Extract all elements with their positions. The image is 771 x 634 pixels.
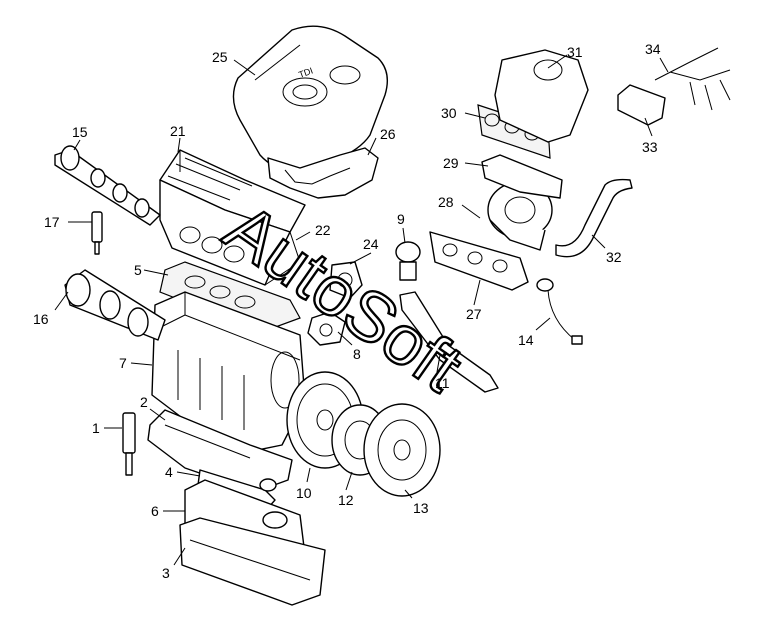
callout-7: 7 <box>119 355 127 371</box>
callout-32: 32 <box>606 249 622 265</box>
callout-30: 30 <box>441 105 457 121</box>
callout-26: 26 <box>380 126 396 142</box>
callout-8: 8 <box>353 346 361 362</box>
egr-pipe-part[interactable] <box>399 291 499 393</box>
turbocharger-part[interactable] <box>487 181 553 251</box>
exhaust-manifold-part[interactable] <box>429 231 529 291</box>
lower-pan-part[interactable] <box>179 517 326 606</box>
callout-16: 16 <box>33 311 49 327</box>
egr-valve-part[interactable] <box>395 241 421 281</box>
control-unit-part[interactable] <box>617 84 666 126</box>
cover-bracket-part[interactable] <box>267 147 379 199</box>
callout-34: 34 <box>645 41 661 57</box>
callout-17: 17 <box>44 214 60 230</box>
intercooler-hose-part[interactable] <box>555 178 633 258</box>
sensor-part[interactable] <box>536 278 583 345</box>
wiring-harness-part[interactable] <box>654 47 731 111</box>
callout-13: 13 <box>413 500 429 516</box>
callout-1: 1 <box>92 420 100 436</box>
callout-27: 27 <box>466 306 482 322</box>
camshaft-part[interactable] <box>54 145 161 226</box>
head-gasket-part[interactable] <box>159 261 301 333</box>
callout-9: 9 <box>397 211 405 227</box>
callout-3: 3 <box>162 565 170 581</box>
crankshaft-part[interactable] <box>64 269 166 341</box>
callout-29: 29 <box>443 155 459 171</box>
callout-25: 25 <box>212 49 228 65</box>
callout-22: 22 <box>315 222 331 238</box>
callout-21: 21 <box>170 123 186 139</box>
callout-31: 31 <box>567 44 583 60</box>
intake-manifold-part[interactable] <box>494 49 589 143</box>
callout-33: 33 <box>642 139 658 155</box>
callout-10: 10 <box>296 485 312 501</box>
callout-4: 4 <box>165 464 173 480</box>
callout-labels: 1 2 3 4 5 6 7 8 9 10 11 12 13 14 15 16 1… <box>33 41 661 581</box>
callout-12: 12 <box>338 492 354 508</box>
heat-shield-part[interactable] <box>481 154 563 199</box>
callout-6: 6 <box>151 503 159 519</box>
callout-14: 14 <box>518 332 534 348</box>
engine-cover-text: TDI <box>297 66 314 80</box>
pressure-plate-part[interactable] <box>363 403 441 497</box>
injector-lower-part[interactable] <box>122 412 136 476</box>
leader-lines <box>54 54 669 566</box>
callout-24: 24 <box>363 236 379 252</box>
callout-2: 2 <box>140 394 148 410</box>
cylinder-head-part[interactable] <box>159 179 301 286</box>
callout-28: 28 <box>438 194 454 210</box>
callout-15: 15 <box>72 124 88 140</box>
engine-cover-part[interactable]: TDI <box>232 25 388 171</box>
water-pump-part[interactable] <box>307 311 346 346</box>
vacuum-pump-part[interactable] <box>329 261 363 299</box>
callout-11: 11 <box>435 375 450 391</box>
callout-5: 5 <box>134 262 142 278</box>
oil-sump-part[interactable] <box>147 409 293 493</box>
injector-part[interactable] <box>91 211 103 255</box>
